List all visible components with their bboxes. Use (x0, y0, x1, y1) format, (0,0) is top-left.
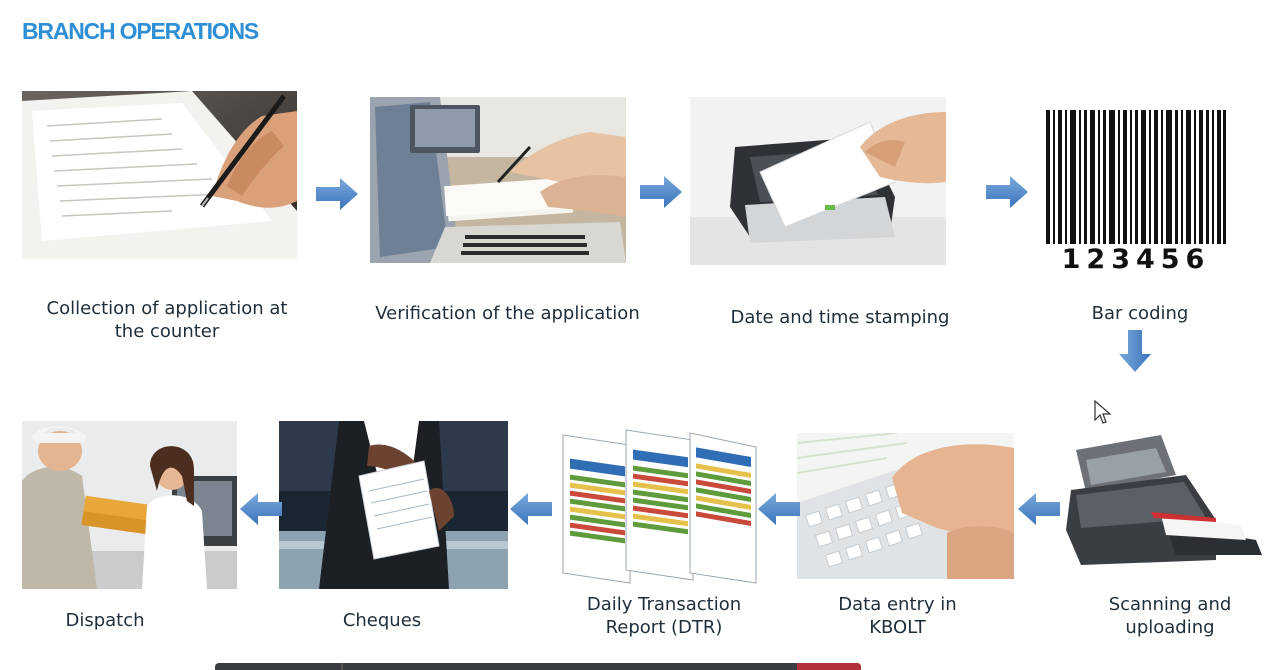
arrow-left-icon (240, 493, 282, 525)
arrow-left-icon (1018, 493, 1060, 525)
label-verification: Verification of the application (375, 303, 640, 324)
arrow-right-icon (640, 176, 682, 208)
mouse-cursor-icon (1094, 400, 1112, 424)
image-signing-document (22, 91, 297, 259)
image-stamping-machine (690, 97, 946, 265)
barcode-digits: 123456 (1061, 244, 1211, 275)
image-scanner (1066, 430, 1262, 570)
label-barcoding: Bar coding (1091, 303, 1189, 324)
label-dtr: Daily Transaction Report (DTR) (586, 594, 742, 638)
label-cheques: Cheques (342, 610, 422, 631)
image-dtr-reports (558, 425, 758, 585)
image-cheques (279, 421, 508, 589)
arrow-right-icon (986, 176, 1028, 208)
control-bar-close-segment[interactable] (797, 663, 861, 670)
control-bar-divider (341, 663, 343, 670)
video-control-bar[interactable] (215, 663, 861, 670)
image-dispatch (22, 421, 237, 589)
label-collection: Collection of application at the counter (46, 298, 288, 342)
label-data-entry: Data entry in KBOLT (838, 594, 957, 638)
label-dispatch: Dispatch (65, 610, 145, 631)
image-data-entry-keyboard (797, 433, 1014, 579)
image-barcode (1046, 110, 1226, 244)
label-scanning: Scanning and uploading (1108, 594, 1232, 638)
image-verification-laptop (370, 97, 626, 263)
arrow-down-icon (1119, 330, 1151, 372)
arrow-left-icon (758, 493, 800, 525)
arrow-left-icon (510, 493, 552, 525)
label-stamping: Date and time stamping (730, 307, 950, 328)
page-title: BRANCH OPERATIONS (22, 18, 259, 44)
arrow-right-icon (316, 178, 358, 210)
